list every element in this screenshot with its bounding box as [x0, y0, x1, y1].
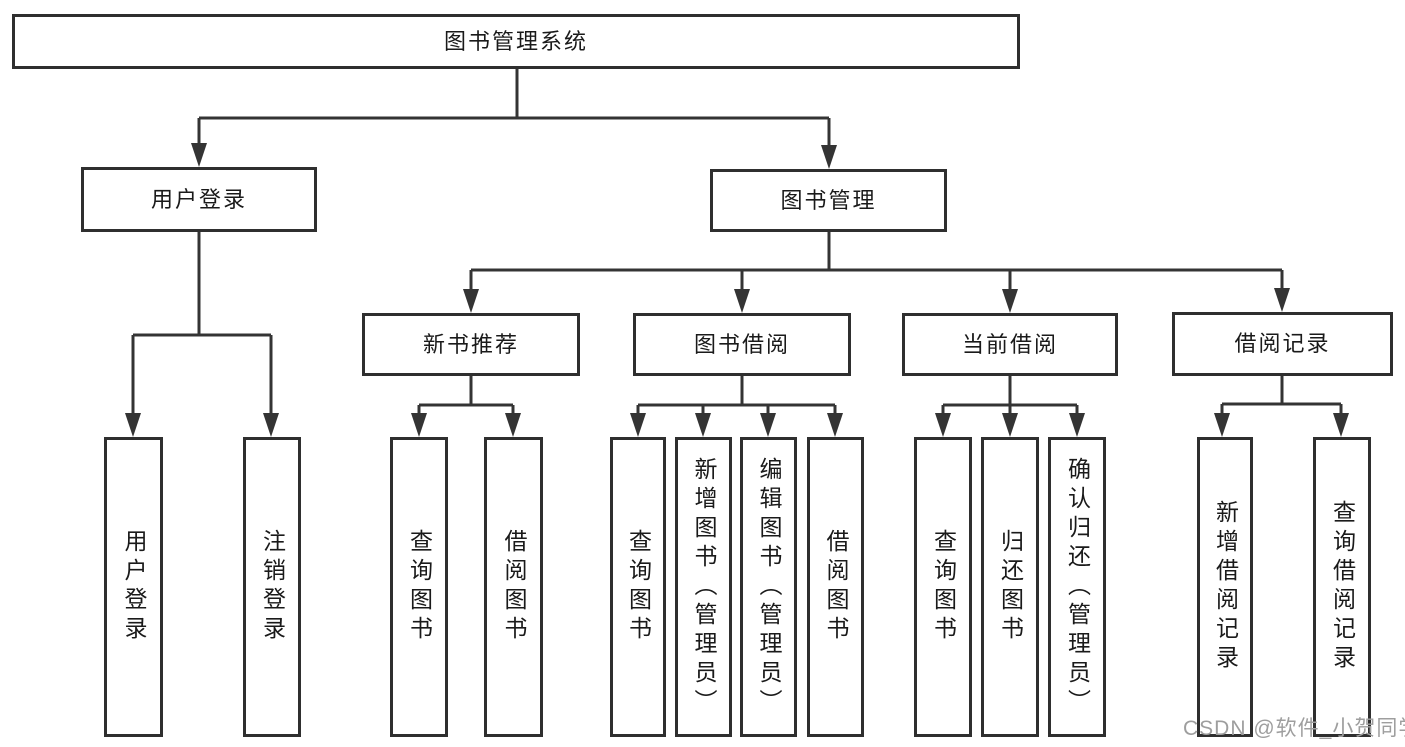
node-current-borrowing-label: 当前借阅	[961, 331, 1058, 357]
leaf-borrowing-query-books: 查询图书	[610, 437, 666, 737]
leaf-current-query-books-label: 查询图书	[930, 529, 957, 645]
leaf-records-add-record: 新增借阅记录	[1197, 437, 1253, 737]
node-borrowing-records-label: 借阅记录	[1234, 331, 1331, 356]
node-user-login: 用户登录	[81, 167, 317, 232]
leaf-user-login-label: 用户登录	[121, 529, 147, 645]
leaf-records-add-record-label: 新增借阅记录	[1212, 500, 1239, 674]
node-book-borrowing: 图书借阅	[633, 313, 851, 376]
leaf-borrowing-edit-books-admin-label: 编辑图书（管理员）	[756, 456, 782, 718]
leaf-newbook-borrow-books-label: 借阅图书	[501, 529, 527, 645]
node-book-borrowing-label: 图书借阅	[693, 331, 790, 357]
leaf-borrowing-add-books-admin: 新增图书（管理员）	[675, 437, 732, 737]
node-new-book-recommend-label: 新书推荐	[422, 331, 519, 357]
node-library-management-system: 图书管理系统	[12, 14, 1020, 69]
leaf-records-query-record-label: 查询借阅记录	[1329, 500, 1356, 674]
leaf-logout: 注销登录	[243, 437, 301, 737]
leaf-newbook-borrow-books: 借阅图书	[484, 437, 543, 737]
leaf-records-query-record: 查询借阅记录	[1313, 437, 1371, 737]
node-book-management-label: 图书管理	[780, 187, 877, 213]
leaf-borrowing-borrow-books: 借阅图书	[807, 437, 864, 737]
leaf-newbook-query-books-label: 查询图书	[406, 529, 433, 645]
node-borrowing-records: 借阅记录	[1172, 312, 1393, 376]
leaf-current-return-books-label: 归还图书	[997, 529, 1024, 645]
leaf-borrowing-edit-books-admin: 编辑图书（管理员）	[740, 437, 797, 737]
leaf-current-confirm-return-admin: 确认归还（管理员）	[1048, 437, 1106, 737]
leaf-newbook-query-books: 查询图书	[390, 437, 448, 737]
node-new-book-recommend: 新书推荐	[362, 313, 580, 376]
node-library-management-system-label: 图书管理系统	[443, 28, 588, 54]
node-book-management: 图书管理	[710, 169, 947, 232]
leaf-borrowing-query-books-label: 查询图书	[625, 529, 652, 645]
node-current-borrowing: 当前借阅	[902, 313, 1118, 376]
leaf-current-confirm-return-admin-label: 确认归还（管理员）	[1064, 456, 1091, 718]
leaf-borrowing-borrow-books-label: 借阅图书	[823, 529, 849, 645]
csdn-watermark: CSDN @软件_小贺同学	[1183, 717, 1405, 740]
node-user-login-label: 用户登录	[150, 186, 247, 212]
leaf-current-return-books: 归还图书	[981, 437, 1039, 737]
leaf-current-query-books: 查询图书	[914, 437, 972, 737]
leaf-user-login: 用户登录	[104, 437, 163, 737]
leaf-logout-label: 注销登录	[259, 529, 286, 645]
leaf-borrowing-add-books-admin-label: 新增图书（管理员）	[691, 456, 717, 718]
